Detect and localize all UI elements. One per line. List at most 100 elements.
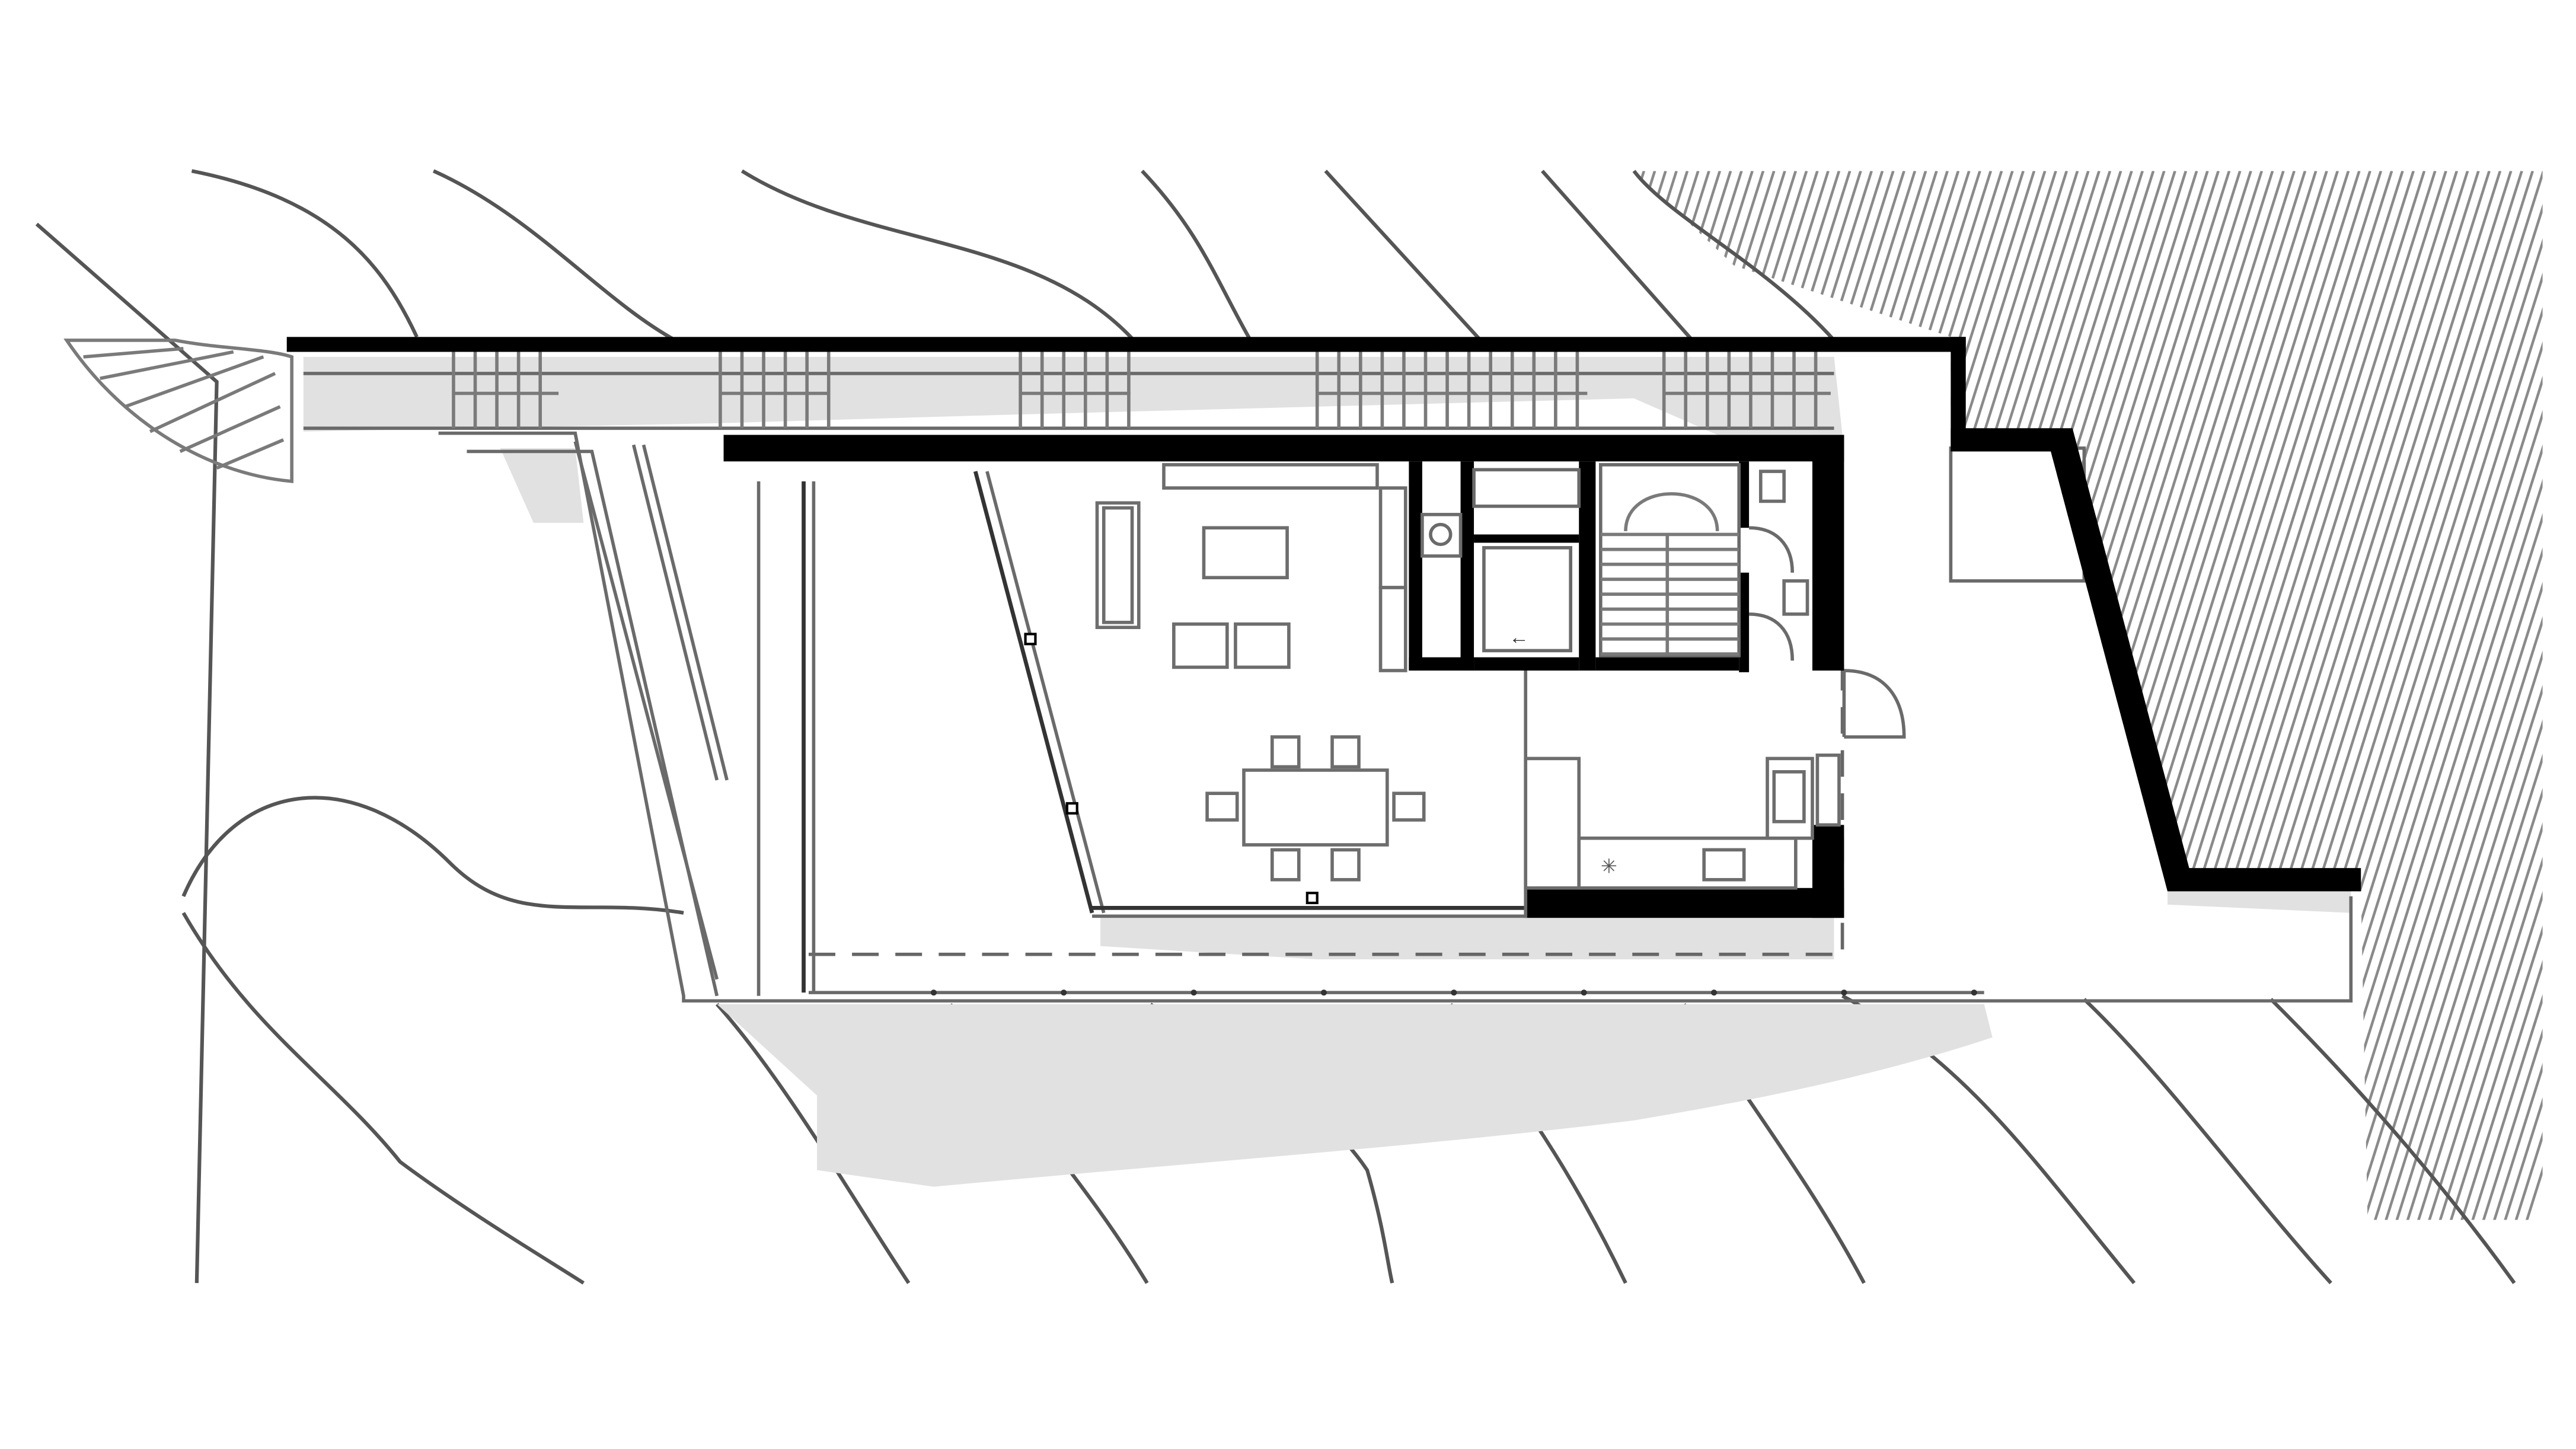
wc-door-swing — [1749, 612, 1795, 661]
elevator-landing — [1472, 468, 1581, 508]
contour-line — [35, 222, 219, 1284]
hatch-line — [2360, 171, 2543, 1220]
hatch-line — [1884, 171, 2220, 1220]
dining-chair — [1392, 791, 1426, 822]
spiral-stair-tread — [124, 355, 264, 408]
hatch-line — [2024, 171, 2361, 1220]
retaining-edge — [573, 441, 719, 980]
entrance-door-swing — [1844, 669, 1906, 739]
hatch-line — [2479, 171, 2543, 1220]
hatch-line — [2186, 171, 2523, 1220]
slope-railing — [641, 444, 729, 781]
kitchen-counter — [1162, 463, 1379, 490]
elevator-arrow: ← — [1509, 627, 1529, 649]
tall-unit — [1815, 753, 1841, 827]
spiral-stair-tread — [149, 372, 276, 433]
coffee-table — [1202, 526, 1289, 580]
hatch-line — [2328, 171, 2543, 1220]
kitchen-counter-side — [1378, 586, 1407, 672]
terrace-outline — [303, 372, 2353, 1003]
railing-post — [1971, 990, 1977, 996]
east-wall-house — [1812, 435, 1844, 671]
terrace-edge — [438, 431, 2353, 1003]
east-diagonal-wall — [1951, 428, 2361, 892]
furniture — [1095, 501, 1426, 882]
hatch-line — [2165, 171, 2502, 1220]
contour-line — [181, 912, 585, 1285]
dining-chair — [1270, 848, 1301, 882]
hatch-line — [2035, 171, 2371, 1220]
spiral-stair-outline — [63, 339, 293, 483]
hatch-line — [2425, 171, 2543, 1220]
hatch-line — [2414, 171, 2543, 1220]
utility-room — [1421, 513, 1463, 558]
sofa-back — [1102, 506, 1134, 624]
kitchen-worktop — [1577, 836, 1798, 890]
spiral-stair-tread — [83, 347, 184, 359]
stair-treads — [1600, 532, 1739, 656]
diagonal-glazing — [973, 471, 1094, 914]
hatch-line — [1872, 171, 2209, 1220]
railing-post — [1451, 990, 1457, 996]
hatch-line — [2436, 171, 2543, 1220]
hatch-line — [2046, 171, 2383, 1220]
railing-post — [1061, 990, 1067, 996]
core-wall-b — [1579, 461, 1596, 671]
shadow-terrace — [717, 1004, 1993, 1187]
contour-line — [191, 169, 419, 338]
hatch-line — [1927, 171, 2264, 1220]
hatch-line — [1905, 171, 2242, 1220]
contour-line — [2083, 998, 2332, 1285]
hatch-line — [1991, 171, 2328, 1220]
shadow-left-slab — [500, 448, 584, 523]
column-marker — [1024, 633, 1037, 646]
diagonal-glazing-inner — [985, 471, 1106, 914]
railing-post — [1841, 990, 1847, 996]
core-bottom-3 — [1595, 657, 1739, 671]
elevator-top — [1474, 534, 1579, 543]
hatch-line — [2133, 171, 2469, 1220]
contour-line — [740, 169, 1135, 341]
south-wall-kitchen — [1525, 888, 1844, 918]
wc-toilet — [1758, 470, 1786, 503]
north-wall-house — [723, 435, 1844, 462]
railing-post — [1320, 990, 1327, 996]
core-wall-c — [1739, 461, 1750, 528]
cooktop — [1702, 848, 1746, 882]
cast-shadows — [303, 356, 2351, 1187]
slope-railing — [631, 444, 719, 781]
hatch-line — [2003, 171, 2339, 1220]
contour-line — [2269, 998, 2516, 1284]
dining-chair — [1205, 791, 1239, 822]
hatch-line — [2111, 171, 2447, 1220]
north-wall-upper — [286, 337, 1966, 352]
upper-terrace-steps — [452, 352, 1831, 429]
kitchen-island-side — [1378, 486, 1407, 589]
hatch-line — [2143, 171, 2480, 1220]
window-mullions — [930, 633, 1977, 996]
sink-bowl — [1772, 770, 1806, 824]
core-wall-left — [1409, 461, 1422, 671]
stair-curve — [1624, 492, 1719, 531]
hatch-line — [2512, 171, 2543, 1220]
hatch-line — [2176, 171, 2513, 1220]
spiral-stair-tread — [216, 438, 285, 470]
dining-chair — [1330, 735, 1361, 769]
core-bottom-2 — [1474, 657, 1579, 671]
hatch-line — [2198, 171, 2534, 1220]
service-core: ← — [1421, 463, 1809, 661]
hatch-line — [2403, 171, 2543, 1220]
contour-line — [181, 796, 684, 915]
interior-lines: ✳ — [973, 463, 1906, 918]
hatch-line — [2371, 171, 2543, 1220]
railing-post — [1190, 990, 1197, 996]
contour-line — [432, 169, 676, 342]
core-wall-a — [1460, 461, 1474, 671]
contour-line — [1632, 170, 1836, 341]
wc-basin — [1782, 579, 1809, 616]
railing-post — [1581, 990, 1587, 996]
shadow-upper-terrace — [303, 356, 1843, 435]
hatch-line — [2057, 171, 2393, 1220]
